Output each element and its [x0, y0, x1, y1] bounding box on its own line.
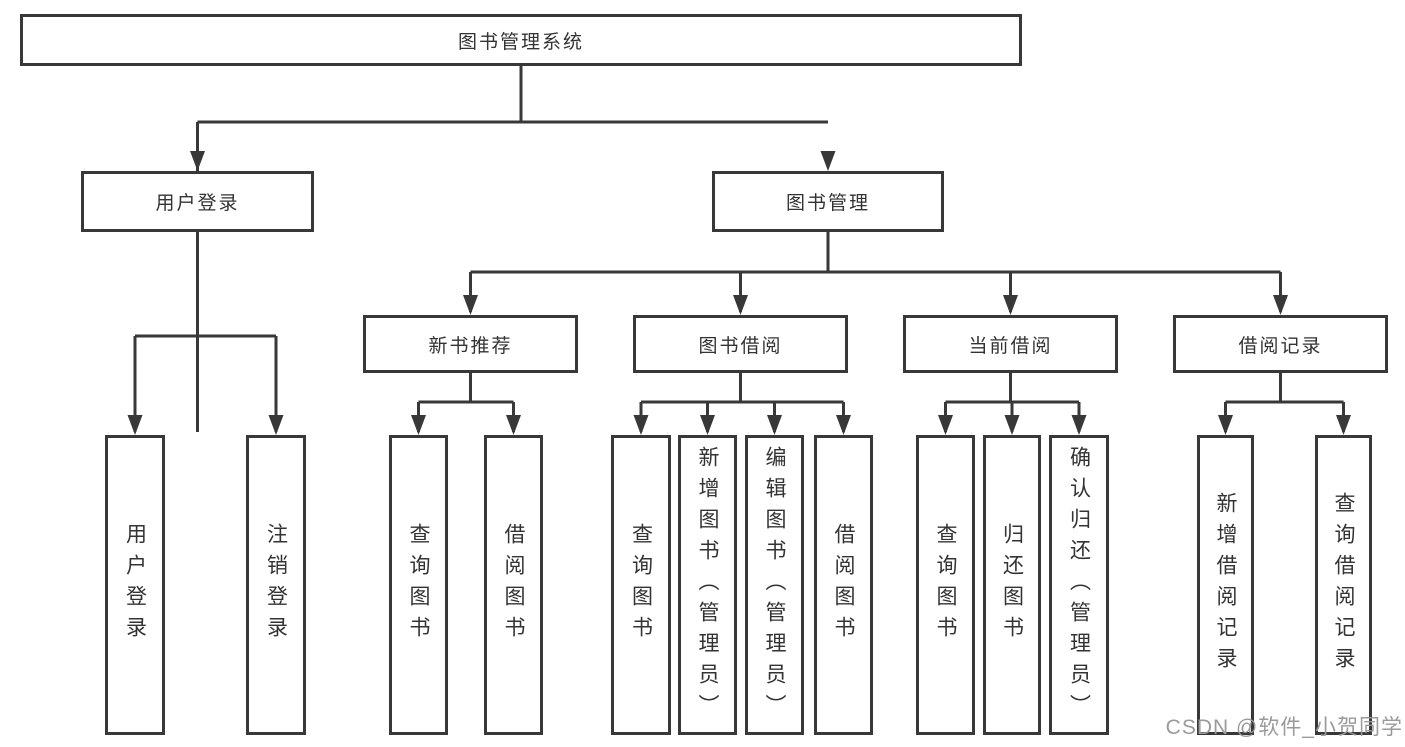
connector-book-management-to-level3: [469, 232, 1282, 312]
leaf-query-books-recommend: 查询图书: [389, 435, 448, 735]
connector-new-book-recommend-to-leaves: [417, 373, 515, 432]
arrowhead-icon: [506, 415, 521, 435]
arrowhead-icon: [268, 415, 284, 435]
leaf-confirm-return-admin: 确认归还（管理员）: [1049, 435, 1109, 735]
leaf-add-book-admin: 新增图书（管理员）: [678, 435, 737, 735]
leaf-edit-book-admin: 编辑图书（管理员）: [745, 435, 804, 735]
leaf-user-login: 用户登录: [105, 435, 165, 735]
arrowhead-icon: [820, 151, 836, 171]
leaf-add-borrow-record: 新增借阅记录: [1197, 435, 1254, 735]
node-library-management-system: 图书管理系统: [20, 14, 1022, 66]
arrowhead-icon: [733, 295, 748, 315]
arrowhead-icon: [1273, 295, 1288, 315]
connector-borrow-records-to-leaves: [1224, 373, 1345, 432]
leaf-query-books-current: 查询图书: [916, 435, 975, 735]
leaf-query-books-borrow: 查询图书: [611, 435, 671, 735]
connector-book-borrow-to-leaves: [639, 373, 845, 432]
arrowhead-icon: [938, 415, 953, 435]
node-book-management: 图书管理: [712, 171, 944, 232]
csdn-watermark: CSDN @软件_小贺同学: [1165, 716, 1403, 739]
arrowhead-icon: [190, 151, 205, 171]
node-new-book-recommend: 新书推荐: [363, 315, 578, 373]
arrowheads: [127, 151, 1351, 435]
node-borrow-records: 借阅记录: [1173, 315, 1388, 373]
leaf-borrow-books: 借阅图书: [814, 435, 873, 735]
arrowhead-icon: [767, 415, 782, 435]
arrowhead-icon: [1004, 415, 1020, 435]
arrowhead-icon: [127, 415, 143, 435]
arrowhead-icon: [1218, 415, 1233, 435]
node-user-login: 用户登录: [81, 171, 314, 232]
arrowhead-icon: [1071, 415, 1087, 435]
node-book-borrow: 图书借阅: [633, 315, 848, 373]
arrowhead-icon: [411, 415, 426, 435]
leaf-query-borrow-record: 查询借阅记录: [1315, 435, 1372, 735]
connector-root-to-level2: [196, 66, 828, 432]
arrowhead-icon: [633, 415, 649, 435]
arrowhead-icon: [463, 295, 478, 315]
leaf-borrow-books-recommend: 借阅图书: [484, 435, 543, 735]
connector-user-login-to-leaves: [133, 232, 278, 432]
arrowhead-icon: [1336, 415, 1351, 435]
node-current-borrow: 当前借阅: [903, 315, 1118, 373]
arrowhead-icon: [1003, 295, 1018, 315]
arrowhead-icon: [836, 415, 851, 435]
leaf-logout: 注销登录: [246, 435, 306, 735]
arrowhead-icon: [700, 415, 715, 435]
leaf-return-books: 归还图书: [983, 435, 1041, 735]
